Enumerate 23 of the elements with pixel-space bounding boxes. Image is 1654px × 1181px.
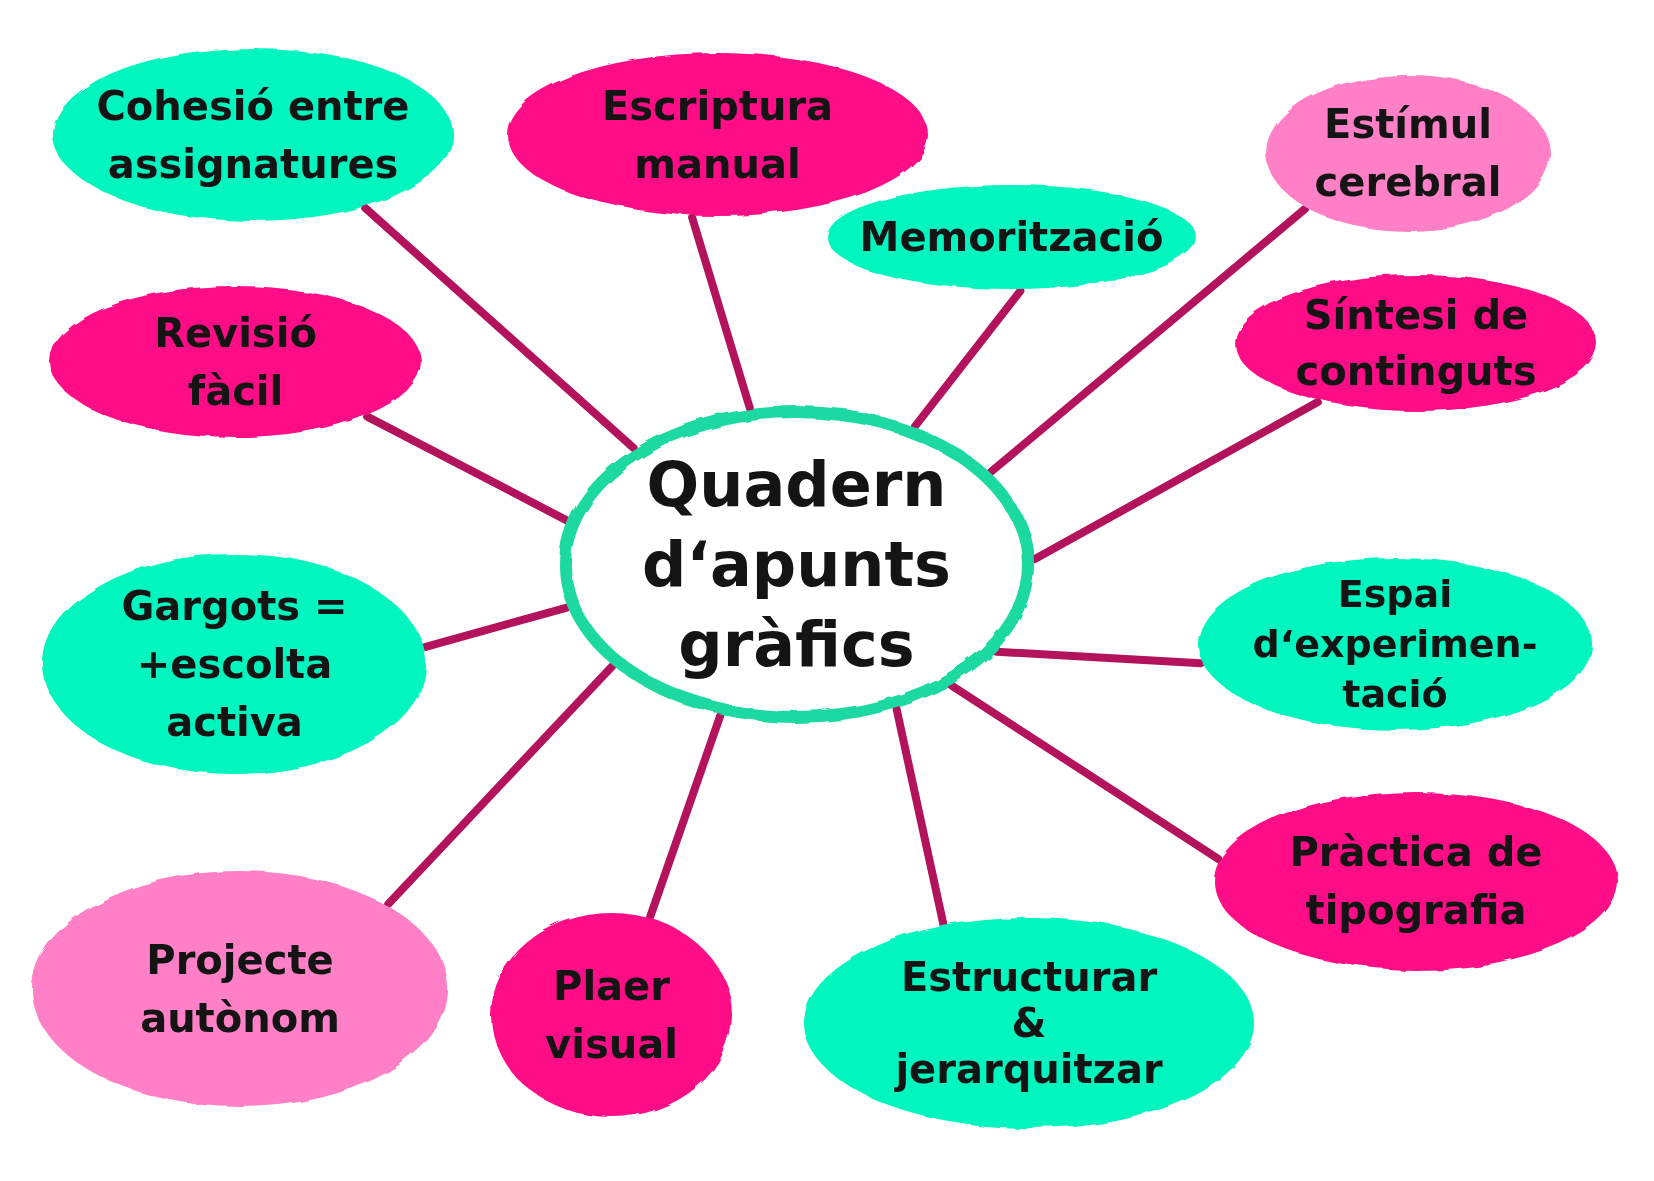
topic-label: Revisió fàcil (153, 308, 318, 416)
topic-label: Cohesió entre assignatures (95, 81, 411, 189)
topic-label: Estímul cerebral (1313, 100, 1503, 207)
topic-label: Memorització (858, 213, 1165, 262)
connector-line (892, 705, 948, 928)
connector-line (911, 286, 1025, 431)
connector-line (986, 204, 1310, 476)
topic-label: Gargots = +escolta activa (120, 582, 349, 747)
topic-label: Pràctica de tipografia (1288, 828, 1544, 935)
central-title: Quadern d‘apunts gràfics (641, 446, 952, 683)
connector-line (947, 681, 1223, 863)
topic-label: Estructurar & jerarquitzar (893, 954, 1164, 1092)
topic-label: Plaer visual (544, 962, 679, 1069)
connector-line (384, 661, 617, 908)
topic-label: Projecte autònom (139, 936, 341, 1043)
connector-line (688, 213, 754, 413)
connector-line (421, 603, 571, 651)
topic-label: Síntesi de continguts (1294, 291, 1538, 396)
topic-label: Espai d‘experimen- tació (1251, 571, 1539, 718)
topic-label: Escriptura manual (600, 81, 835, 189)
connector-line (363, 412, 572, 525)
connector-line (361, 204, 638, 452)
connector-line (992, 647, 1205, 668)
